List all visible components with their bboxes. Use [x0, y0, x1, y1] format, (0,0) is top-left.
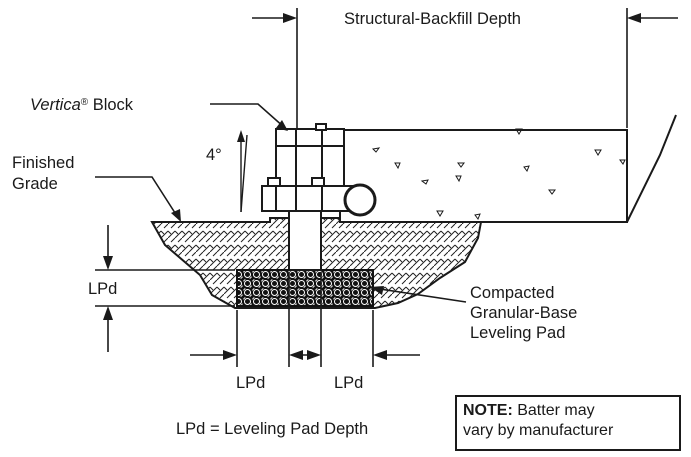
backfill-depth-label: Structural-Backfill Depth: [344, 10, 521, 28]
note-text-1: Batter may: [512, 402, 595, 419]
block-label: Vertica® Block: [30, 96, 134, 114]
batter-angle-indicator: [237, 130, 248, 213]
lpd-right-label: LPd: [334, 374, 363, 392]
vertica-block: [261, 123, 357, 212]
compacted-label-3: Leveling Pad: [470, 324, 565, 342]
block-stem: [288, 204, 322, 271]
drain-pipe: [343, 183, 377, 217]
lpd-definition: LPd = Leveling Pad Depth: [176, 420, 368, 438]
note-box: NOTE: Batter may vary by manufacturer: [455, 395, 681, 451]
compacted-label-1: Compacted: [470, 284, 554, 302]
note-heading: NOTE:: [463, 402, 513, 419]
compacted-label-2: Granular-Base: [470, 304, 577, 322]
finished-grade-label-2: Grade: [12, 175, 58, 193]
finished-grade-label-1: Finished: [12, 154, 74, 172]
aggregate-marks: [371, 128, 626, 221]
note-text-2: vary by manufacturer: [463, 422, 614, 439]
leveling-pad: [236, 269, 374, 307]
pad-leader: [372, 287, 467, 303]
batter-angle-label: 4°: [206, 146, 222, 164]
finished-grade-leader: [95, 176, 178, 217]
note-line-1: NOTE: Batter may: [463, 401, 673, 421]
block-leader: [210, 103, 286, 129]
lpd-vertical-dimension: [95, 225, 235, 352]
pad-leader-arrow: [370, 286, 384, 295]
lpd-left-label: LPd: [236, 374, 265, 392]
structural-backfill: [339, 129, 628, 223]
backfill-slope-edge: [626, 114, 677, 223]
lpd-side-label: LPd: [88, 280, 117, 298]
finished-grade-arrow: [171, 209, 181, 222]
lpd-horizontal-dimension: [190, 272, 420, 367]
block-leader-arrow: [276, 120, 288, 131]
backfill-depth-dimension: [252, 8, 678, 128]
